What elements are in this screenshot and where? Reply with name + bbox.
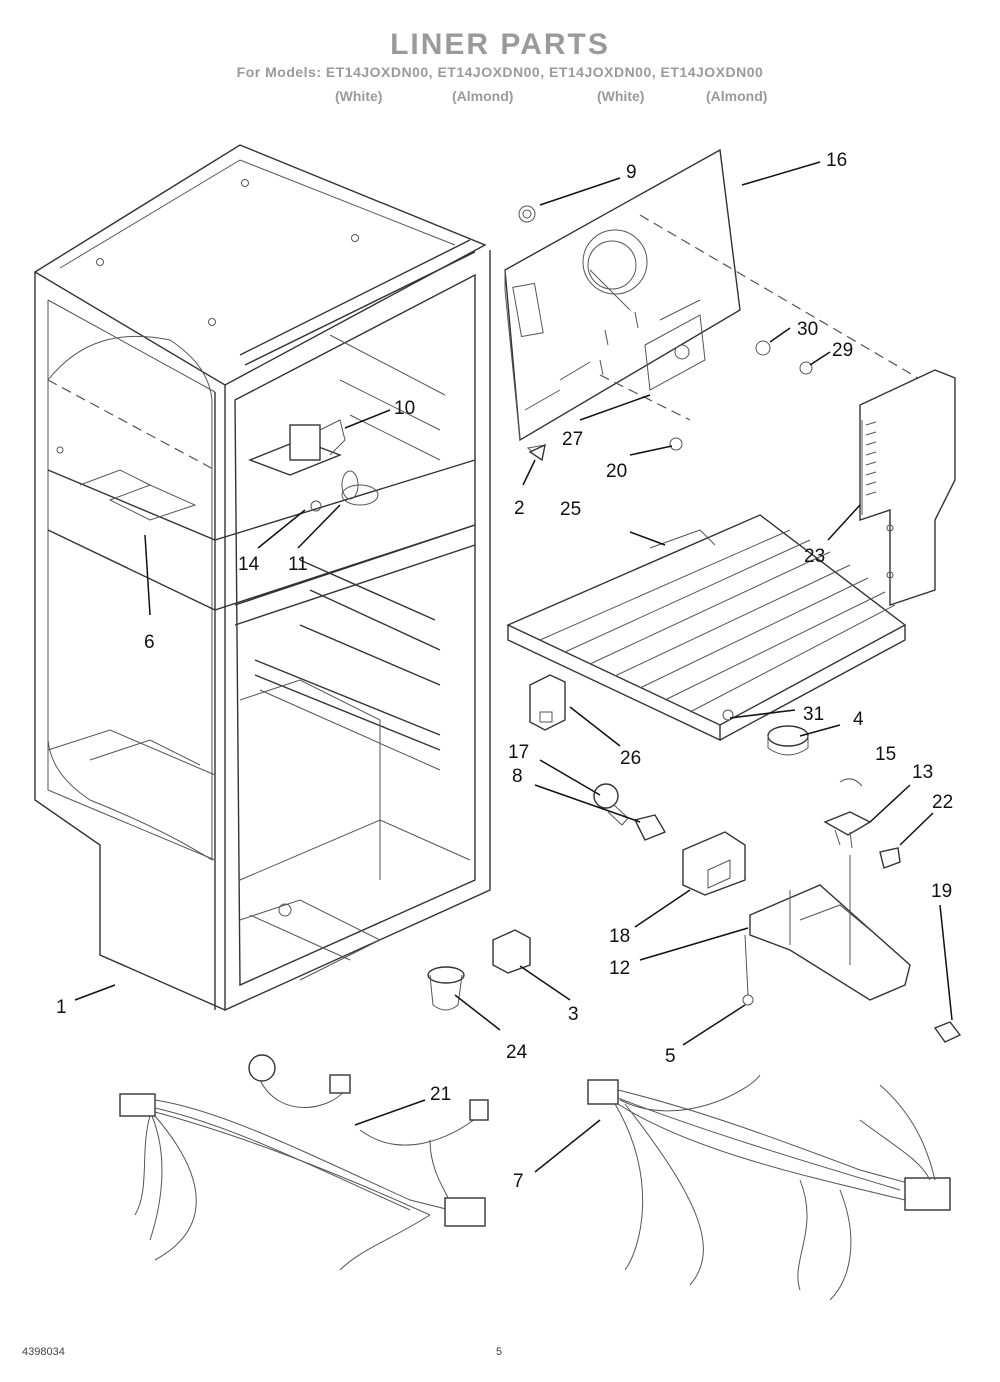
callout-22: 22: [932, 792, 953, 813]
callout-14: 14: [238, 554, 260, 575]
callout-7: 7: [513, 1171, 524, 1192]
callout-leaders: [74, 161, 953, 1173]
color-label-4: (Almond): [706, 88, 768, 104]
control-assembly: [248, 419, 379, 512]
callout-11: 11: [288, 554, 308, 575]
callout-29: 29: [832, 340, 853, 361]
color-label-2: (Almond): [452, 88, 514, 104]
air-duct: [859, 369, 956, 606]
callout-12: 12: [609, 958, 630, 979]
callout-13: 13: [912, 762, 933, 783]
callout-26: 26: [620, 748, 641, 769]
callout-5: 5: [665, 1046, 676, 1067]
evaporator-cover: [504, 148, 931, 459]
callout-19: 19: [931, 881, 952, 902]
liner-cabinet: [33, 144, 491, 1012]
callout-24: 24: [506, 1042, 528, 1063]
callout-23: 23: [804, 546, 825, 567]
page-title: LINER PARTS: [390, 28, 610, 61]
callout-30: 30: [797, 319, 818, 340]
wire-harness-7: [587, 1074, 951, 1301]
callout-27: 27: [562, 429, 583, 450]
callout-numbers: 1 2 3 4 5 6 7 8 9 10 11 12 13 14 15 16 1…: [56, 150, 953, 1192]
callout-10: 10: [394, 398, 415, 419]
callout-17: 17: [508, 742, 529, 763]
callout-6: 6: [144, 632, 155, 653]
part-9-knob: [518, 205, 536, 223]
callout-31: 31: [803, 704, 824, 725]
callout-1: 1: [56, 997, 67, 1018]
callout-25: 25: [560, 499, 581, 520]
callout-9: 9: [626, 162, 637, 183]
freezer-shelf: [506, 514, 907, 742]
model-list: For Models: ET14JOXDN00, ET14JOXDN00, ET…: [236, 64, 764, 80]
callout-18: 18: [609, 926, 630, 947]
page-number: 5: [496, 1346, 503, 1358]
color-label-3: (White): [597, 88, 645, 104]
callout-4: 4: [853, 709, 864, 730]
color-label-1: (White): [335, 88, 383, 104]
small-parts: [427, 443, 962, 1043]
wire-harness-21: [119, 1054, 489, 1271]
callout-21: 21: [430, 1084, 451, 1105]
callout-15: 15: [875, 744, 896, 765]
callout-3: 3: [568, 1004, 579, 1025]
callout-16: 16: [826, 150, 847, 171]
callout-20: 20: [606, 461, 627, 482]
document-number: 4398034: [22, 1346, 65, 1358]
callout-2: 2: [514, 498, 525, 519]
callout-8: 8: [512, 766, 523, 787]
